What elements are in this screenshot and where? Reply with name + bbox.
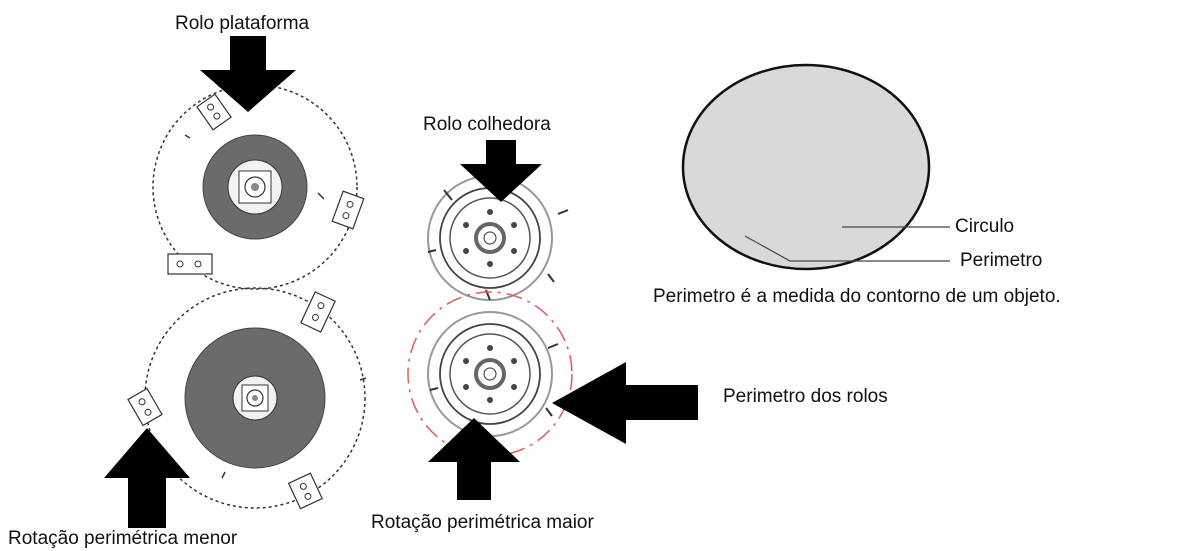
platform-roller-bottom xyxy=(127,287,367,510)
arrow-down-platform xyxy=(200,36,296,112)
circle-perimeter-illustration xyxy=(681,63,950,271)
label-definicao-perimetro: Perimetro é a medida do contorno de um o… xyxy=(653,286,1061,307)
label-rotacao-menor: Rotação perimétrica menor xyxy=(8,528,238,549)
paddle xyxy=(127,387,163,427)
paddle xyxy=(196,93,232,131)
paddle xyxy=(300,291,336,333)
paddle xyxy=(331,190,365,230)
arrow-left-perimeter xyxy=(552,362,698,444)
perimeter-leader-line xyxy=(744,235,950,262)
arrow-up-larger-rotation xyxy=(428,418,520,500)
label-circulo: Circulo xyxy=(955,216,1015,237)
label-perimetro-dos-rolos: Perimetro dos rolos xyxy=(723,386,888,407)
label-rolo-colhedora: Rolo colhedora xyxy=(423,114,551,135)
label-rolo-plataforma: Rolo plataforma xyxy=(175,13,310,34)
paddle xyxy=(287,472,324,510)
harvester-roller-top xyxy=(427,175,569,301)
paddle xyxy=(167,253,213,275)
arrow-up-smaller-rotation xyxy=(104,428,190,528)
platform-roller-top xyxy=(152,84,365,290)
arrow-down-harvester xyxy=(460,140,542,202)
label-rotacao-maior: Rotação perimétrica maior xyxy=(371,512,594,533)
label-perimetro: Perimetro xyxy=(960,250,1043,271)
harvester-roller-bottom xyxy=(407,291,573,457)
